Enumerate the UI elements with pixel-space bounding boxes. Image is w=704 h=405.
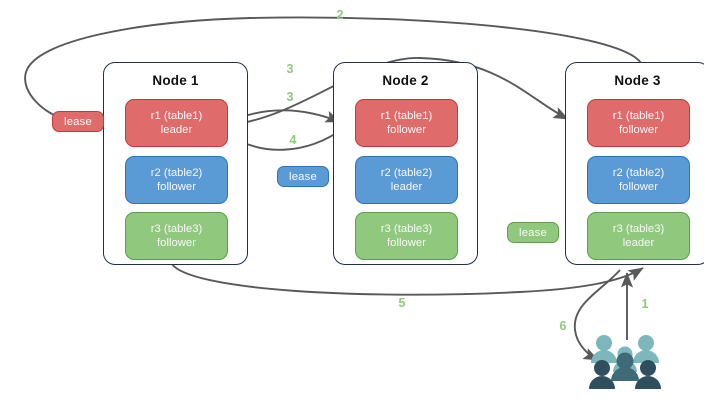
replica-r3-node2[interactable]: r3 (table3) follower [355,212,458,260]
step-label-3b: 3 [286,90,294,104]
replica-role: leader [622,237,655,249]
replica-role: leader [390,181,423,193]
node-container-3[interactable]: Node 3 r1 (table1) follower r2 (table2) … [565,62,704,265]
replica-r2-node3[interactable]: r2 (table2) follower [587,156,690,204]
replica-role: leader [160,124,193,136]
replica-name: r1 (table1) [380,110,433,122]
replica-name: r2 (table2) [380,167,433,179]
replica-r2-node1[interactable]: r2 (table2) follower [125,156,228,204]
step-label-1: 1 [641,297,649,311]
replica-role: follower [387,237,426,249]
replica-role: follower [157,181,196,193]
replica-name: r2 (table2) [612,167,665,179]
arrow-step-5 [171,263,644,296]
node-title: Node 3 [614,73,661,88]
users-group-icon [589,335,661,389]
node-container-1[interactable]: Node 1 r1 (table1) leader r2 (table2) fo… [103,62,248,265]
replica-r1-node3[interactable]: r1 (table1) follower [587,99,690,147]
step-label-2: 2 [336,8,344,22]
replica-name: r1 (table1) [150,110,203,122]
replica-role: follower [619,124,658,136]
replica-role: follower [157,237,196,249]
step-label-5: 5 [398,296,406,310]
node-title: Node 2 [382,73,429,88]
replica-r2-node2[interactable]: r2 (table2) leader [355,156,458,204]
lease-badge-green[interactable]: lease [507,222,559,243]
step-label-3a: 3 [286,62,294,76]
replica-name: r1 (table1) [612,110,665,122]
replica-name: r3 (table3) [150,223,203,235]
step-label-4: 4 [289,133,297,147]
replica-role: follower [619,181,658,193]
replica-r3-node1[interactable]: r3 (table3) follower [125,212,228,260]
replica-name: r3 (table3) [380,223,433,235]
replica-name: r2 (table2) [150,167,203,179]
node-title: Node 1 [152,73,199,88]
replica-r1-node1[interactable]: r1 (table1) leader [125,99,228,147]
step-label-6: 6 [559,319,567,333]
replica-r3-node3[interactable]: r3 (table3) leader [587,212,690,260]
replica-role: follower [387,124,426,136]
node-container-2[interactable]: Node 2 r1 (table1) follower r2 (table2) … [333,62,478,265]
lease-badge-blue[interactable]: lease [277,166,329,187]
replica-name: r3 (table3) [612,223,665,235]
lease-badge-red[interactable]: lease [52,111,104,132]
replica-r1-node2[interactable]: r1 (table1) follower [355,99,458,147]
